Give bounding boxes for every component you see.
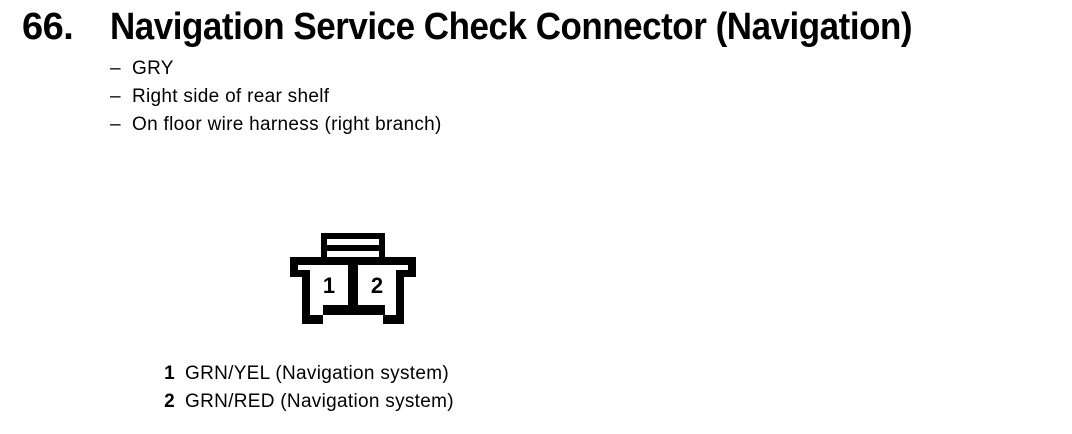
connector-diagram: 1 2: [290, 233, 416, 324]
detail-text: Right side of rear shelf: [132, 86, 330, 107]
cavity-label-2: 2: [371, 273, 383, 298]
connector-tab-left: [321, 233, 327, 257]
cavity-label-1: 1: [323, 273, 335, 298]
detail-text: GRY: [132, 58, 174, 79]
connector-right-ear: [408, 257, 416, 277]
bullet-dash: –: [110, 86, 121, 107]
detail-line-location: –Right side of rear shelf: [110, 83, 442, 111]
detail-list: –GRY –Right side of rear shelf –On floor…: [110, 55, 442, 139]
connector-outline: [290, 233, 416, 324]
connector-left-step: [290, 270, 310, 277]
pin-number: 1: [164, 363, 175, 384]
pin-description: GRN/RED (Navigation system): [185, 391, 454, 412]
detail-line-harness: –On floor wire harness (right branch): [110, 111, 442, 139]
connector-right-foot: [383, 315, 404, 324]
detail-text: On floor wire harness (right branch): [132, 114, 442, 135]
connector-tab-rib: [321, 245, 385, 251]
connector-tab-right: [379, 233, 385, 257]
connector-tab-top: [321, 233, 385, 239]
connector-left-wall: [302, 270, 310, 324]
item-number: 66.: [22, 6, 74, 48]
detail-line-color: –GRY: [110, 55, 442, 83]
connector-divider: [348, 257, 358, 307]
connector-left-foot: [302, 315, 323, 324]
pin-row-1: 1 GRN/YEL (Navigation system): [163, 360, 454, 388]
connector-bottom-bar: [323, 305, 385, 315]
connector-right-wall: [396, 270, 404, 324]
pin-description: GRN/YEL (Navigation system): [185, 363, 449, 384]
page-title: Navigation Service Check Connector (Navi…: [110, 6, 913, 48]
pin-legend: 1 GRN/YEL (Navigation system) 2 GRN/RED (N…: [163, 360, 454, 416]
connector-left-ear: [290, 257, 298, 277]
pin-number: 2: [164, 391, 175, 412]
bullet-dash: –: [110, 58, 121, 79]
connector-right-step: [396, 270, 416, 277]
pin-row-2: 2 GRN/RED (Navigation system): [163, 388, 454, 416]
bullet-dash: –: [110, 114, 121, 135]
